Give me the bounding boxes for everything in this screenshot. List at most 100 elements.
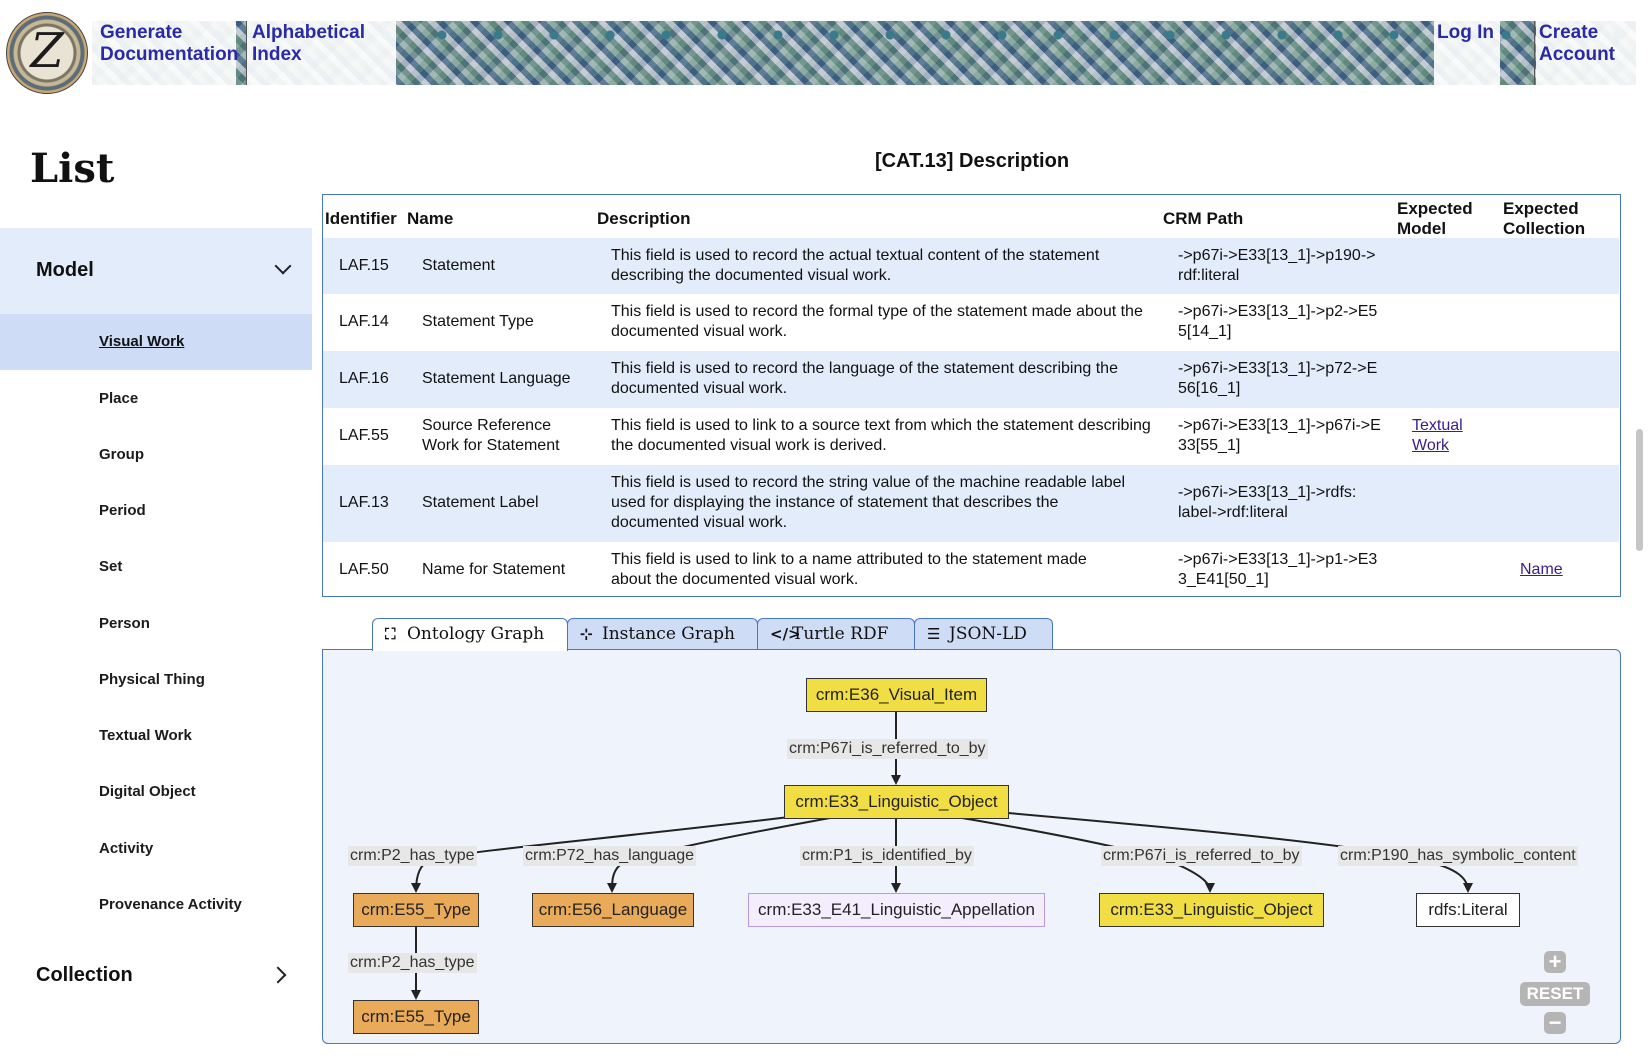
- cell-name: Statement Language: [422, 370, 571, 387]
- cell-description: This field is used to record the languag…: [611, 360, 1118, 397]
- reset-button[interactable]: RESET: [1520, 982, 1590, 1006]
- cell-name: Name for Statement: [422, 561, 566, 578]
- instance-graph-icon: ⊹: [580, 625, 593, 643]
- nav-separator: [246, 21, 247, 85]
- cell-crm-path: ->p67i->E33[13_1]->p67i->E33[55_1]: [1178, 417, 1381, 454]
- sidebar-item-place[interactable]: Place: [99, 390, 139, 407]
- tab-ontology-graph[interactable]: ⛶ Ontology Graph: [372, 618, 568, 651]
- ontology-graph-icon: ⛶: [385, 625, 396, 643]
- nav-backdrop: [1536, 21, 1636, 85]
- sidebar-section-model-label: Model: [36, 259, 94, 281]
- list-icon: ☰: [927, 625, 941, 643]
- nav-backdrop: [246, 21, 396, 85]
- node-e36-visual-item[interactable]: crm:E36_Visual_Item: [806, 678, 987, 712]
- column-header-description: Description: [597, 209, 691, 228]
- node-e33-e41-linguistic-appellation[interactable]: crm:E33_E41_Linguistic_Appellation: [748, 893, 1045, 927]
- table-row: LAF.55 Source Reference Work for Stateme…: [323, 408, 1619, 465]
- tab-turtle-rdf[interactable]: </>Turtle RDF: [757, 618, 915, 649]
- cell-identifier: LAF.14: [339, 313, 389, 330]
- table-row: LAF.15 Statement This field is used to r…: [323, 238, 1619, 294]
- zoom-in-button[interactable]: +: [1544, 951, 1566, 973]
- column-header-expected-collection: Expected Collection: [1503, 199, 1586, 238]
- tab-instance-graph[interactable]: ⊹ Instance Graph: [567, 618, 758, 649]
- nav-backdrop: [1434, 21, 1500, 85]
- column-header-expected-model: Expected Model: [1397, 199, 1473, 238]
- cell-name: Statement Label: [422, 494, 539, 511]
- cell-expected-model: Textual Work: [1412, 416, 1482, 456]
- sidebar-item-visual-work-highlight: [0, 314, 312, 370]
- cell-name: Statement Type: [422, 313, 534, 330]
- node-rdfs-literal[interactable]: rdfs:Literal: [1416, 893, 1520, 927]
- column-header-crm-path: CRM Path: [1163, 209, 1244, 228]
- node-e56-language[interactable]: crm:E56_Language: [532, 893, 694, 927]
- cell-description: This field is used to link to a source t…: [611, 417, 1151, 454]
- cell-description: This field is used to record the actual …: [611, 247, 1100, 284]
- table-row: LAF.16 Statement Language This field is …: [323, 351, 1619, 408]
- node-e55-type[interactable]: crm:E55_Type: [353, 893, 479, 927]
- link-name[interactable]: Name: [1520, 561, 1563, 578]
- sidebar-item-textual-work[interactable]: Textual Work: [99, 727, 192, 744]
- sidebar-section-collection[interactable]: Collection: [36, 964, 133, 986]
- cell-name: Statement: [422, 257, 495, 274]
- page-title: [CAT.13] Description: [874, 150, 1070, 172]
- cell-identifier: LAF.55: [339, 427, 389, 444]
- edge-label-has-type: crm:P2_has_type: [348, 846, 477, 866]
- cell-crm-path: ->p67i->E33[13_1]->p190->rdf:literal: [1178, 247, 1376, 284]
- cell-description: This field is used to link to a name att…: [611, 551, 1087, 588]
- cell-crm-path: ->p67i->E33[13_1]->p2->E55[14_1]: [1178, 303, 1378, 340]
- edge-label-has-language: crm:P72_has_language: [523, 846, 697, 866]
- nav-generate-documentation[interactable]: Generate Documentation: [100, 22, 239, 65]
- tab-label: Instance Graph: [602, 624, 735, 644]
- sidebar-item-group[interactable]: Group: [99, 446, 144, 463]
- zoom-out-button[interactable]: −: [1544, 1012, 1566, 1034]
- tab-json-ld[interactable]: ☰JSON-LD: [914, 618, 1053, 649]
- nav-alphabetical-index[interactable]: Alphabetical Index: [252, 22, 365, 65]
- node-e33-linguistic-object-2[interactable]: crm:E33_Linguistic_Object: [1099, 893, 1324, 927]
- edge-has-type: [411, 814, 807, 893]
- edge-label-referred-to-by: crm:P67i_is_referred_to_by: [787, 739, 988, 759]
- nav-backdrop: [92, 21, 236, 85]
- site-logo[interactable]: Z: [6, 12, 88, 94]
- sidebar-item-person[interactable]: Person: [99, 615, 150, 632]
- page-scrollbar[interactable]: [1636, 429, 1643, 551]
- link-textual-work[interactable]: Textual Work: [1412, 417, 1463, 454]
- edge-label-symbolic-content: crm:P190_has_symbolic_content: [1338, 846, 1578, 866]
- edge-label-has-type-2: crm:P2_has_type: [348, 953, 477, 973]
- cell-description: This field is used to record the string …: [611, 474, 1126, 531]
- tab-label: Ontology Graph: [407, 624, 545, 644]
- sidebar-title: List: [30, 145, 115, 192]
- sidebar-item-digital-object[interactable]: Digital Object: [99, 783, 196, 800]
- nav-separator: [1534, 21, 1535, 85]
- cell-identifier: LAF.13: [339, 494, 389, 511]
- edge-label-identified-by: crm:P1_is_identified_by: [800, 846, 974, 866]
- cell-expected-collection: Name: [1520, 560, 1580, 580]
- sidebar-item-set[interactable]: Set: [99, 558, 123, 575]
- sidebar-item-period[interactable]: Period: [99, 502, 146, 519]
- sidebar-item-physical-thing[interactable]: Physical Thing: [99, 671, 205, 688]
- logo-letter: Z: [30, 23, 64, 79]
- site-header: Z Generate Documentation Alphabetical In…: [0, 0, 1648, 95]
- column-header-identifier: Identifier: [325, 209, 397, 228]
- cell-crm-path: ->p67i->E33[13_1]->p1->E33_E41[50_1]: [1178, 551, 1378, 588]
- table-row: LAF.13 Statement Label This field is use…: [323, 465, 1619, 542]
- cell-description: This field is used to record the formal …: [611, 303, 1143, 340]
- table-row: LAF.14 Statement Type This field is used…: [323, 294, 1619, 351]
- cell-crm-path: ->p67i->E33[13_1]->rdfs:label->rdf:liter…: [1178, 484, 1357, 521]
- tab-label: Turtle RDF: [792, 624, 889, 644]
- node-e33-linguistic-object[interactable]: crm:E33_Linguistic_Object: [784, 785, 1009, 819]
- fields-table: Identifier Name Description CRM Path Exp…: [322, 194, 1621, 597]
- cell-identifier: LAF.16: [339, 370, 389, 387]
- cell-identifier: LAF.15: [339, 257, 389, 274]
- sidebar-item-visual-work[interactable]: Visual Work: [99, 333, 185, 350]
- cell-identifier: LAF.50: [339, 561, 389, 578]
- nav-create-account[interactable]: Create Account: [1539, 22, 1615, 65]
- sidebar-item-activity[interactable]: Activity: [99, 840, 154, 857]
- table-row: LAF.50 Name for Statement This field is …: [323, 542, 1619, 596]
- sidebar-item-provenance-activity[interactable]: Provenance Activity: [99, 896, 242, 913]
- column-header-name: Name: [407, 209, 454, 228]
- cell-name: Source Reference Work for Statement: [422, 417, 560, 454]
- edge-label-referred-to-by-2: crm:P67i_is_referred_to_by: [1101, 846, 1302, 866]
- sidebar-section-model[interactable]: [0, 228, 312, 314]
- nav-log-in[interactable]: Log In: [1437, 22, 1494, 43]
- node-e55-type-2[interactable]: crm:E55_Type: [353, 1000, 479, 1034]
